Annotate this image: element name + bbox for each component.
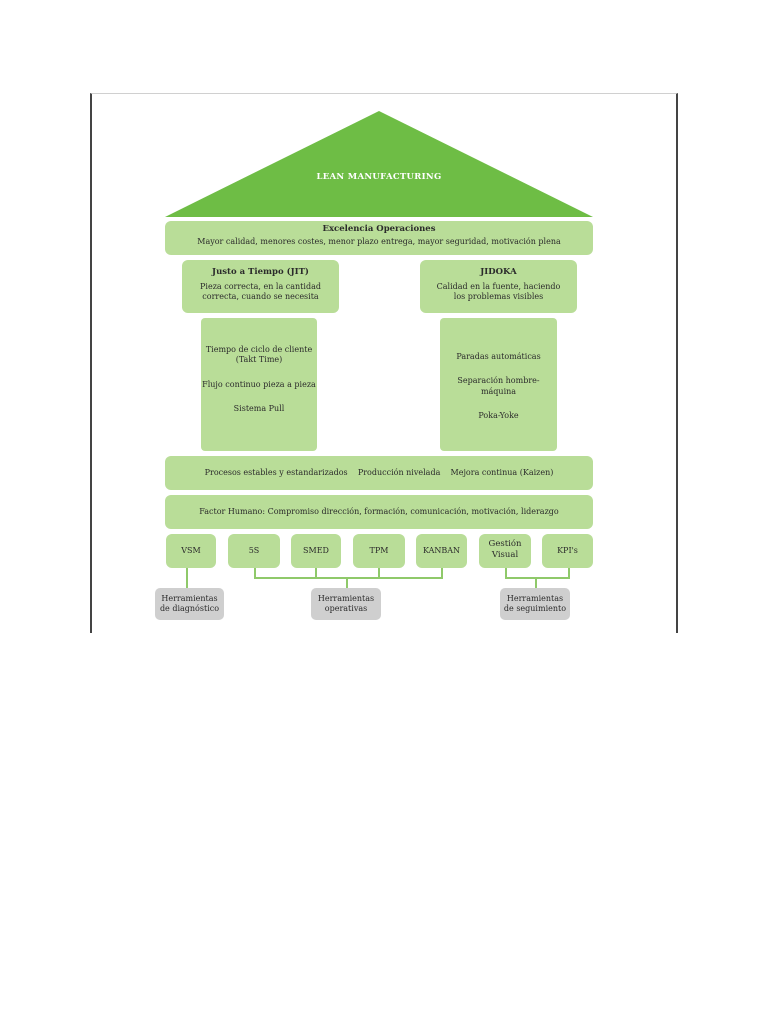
gestion-line1: Gestión: [488, 539, 522, 549]
diag-line2: de diagnóstico: [159, 604, 220, 613]
poka-yoke-item: Poka-Yoke: [478, 411, 519, 421]
connector-operativas-bar: [254, 577, 443, 579]
connector-seguimiento-stem: [535, 577, 537, 589]
oper-line2: operativas: [324, 604, 368, 613]
stable-processes-text: Procesos estables y estandarizados: [204, 468, 348, 477]
jidoka-header: JIDOKA Calidad en la fuente, haciendo lo…: [420, 260, 577, 313]
tool-kpis-label: KPI's: [557, 545, 578, 555]
diag-line1: Herramientas: [161, 594, 218, 603]
leveled-production-text: Producción nivelada: [357, 468, 441, 477]
excellence-subtitle: Mayor calidad, menores costes, menor pla…: [197, 237, 561, 247]
human-factor-band: Factor Humano: Compromiso dirección, for…: [165, 495, 593, 529]
jit-header: Justo a Tiempo (JIT) Pieza correcta, en …: [182, 260, 339, 313]
seg-line2: de seguimiento: [503, 604, 567, 613]
page-frame: [90, 93, 678, 633]
jidoka-title: JIDOKA: [480, 267, 517, 277]
connector-5s: [254, 568, 256, 578]
takt-line2: (Takt Time): [235, 355, 283, 365]
jit-pillar: Tiempo de ciclo de cliente (Takt Time) F…: [201, 318, 317, 451]
tool-5s-label: 5S: [248, 545, 260, 555]
tool-smed: SMED: [291, 534, 341, 568]
connector-smed: [315, 568, 317, 578]
seg-line1: Herramientas: [506, 594, 564, 603]
continuous-flow-item: Flujo continuo pieza a pieza: [202, 379, 316, 389]
roof-title: LEAN MANUFACTURING: [316, 172, 442, 182]
connector-operativas-stem: [346, 577, 348, 589]
connector-kanban: [441, 568, 443, 578]
jidoka-line2: los problemas visibles: [453, 292, 544, 302]
tool-5s: 5S: [228, 534, 280, 568]
kaizen-text: Mejora continua (Kaizen): [450, 468, 554, 477]
human-factor-text: Factor Humano: Compromiso dirección, for…: [199, 507, 559, 516]
jit-title: Justo a Tiempo (JIT): [212, 267, 309, 277]
tool-kanban-label: KANBAN: [422, 545, 461, 555]
category-operativas: Herramientas operativas: [311, 588, 381, 620]
connector-vsm: [186, 568, 188, 590]
tool-vsm: VSM: [166, 534, 216, 568]
category-seguimiento: Herramientas de seguimiento: [500, 588, 570, 620]
jit-line2: correcta, cuando se necesita: [202, 292, 319, 302]
tool-tpm-label: TPM: [369, 545, 389, 555]
connector-tpm: [378, 568, 380, 578]
roof-triangle: [165, 111, 593, 217]
excellence-title: Excelencia Operaciones: [322, 224, 436, 234]
tool-vsm-label: VSM: [181, 545, 201, 555]
tool-gestion-visual: Gestión Visual: [479, 534, 531, 568]
tool-kanban: KANBAN: [416, 534, 467, 568]
tool-tpm: TPM: [353, 534, 405, 568]
tool-smed-label: SMED: [303, 545, 329, 555]
man-machine-item: Separación hombre-máquina: [457, 376, 540, 396]
pull-system-item: Sistema Pull: [233, 404, 285, 414]
excellence-band: Excelencia Operaciones Mayor calidad, me…: [165, 221, 593, 255]
jidoka-pillar: Paradas automáticas Separación hombre-má…: [440, 318, 557, 451]
jidoka-line1: Calidad en la fuente, haciendo: [436, 282, 561, 292]
auto-stop-item: Paradas automáticas: [456, 352, 541, 361]
takt-time-item: Tiempo de ciclo de cliente (Takt Time): [201, 345, 317, 366]
jit-line1: Pieza correcta, en la cantidad: [200, 282, 321, 292]
connector-seguimiento-bar: [505, 577, 570, 579]
category-diagnostico: Herramientas de diagnóstico: [155, 588, 224, 620]
oper-line1: Herramientas: [317, 594, 375, 603]
connector-kpis: [568, 568, 570, 578]
gestion-line2: Visual: [491, 550, 519, 561]
processes-band: Procesos estables y estandarizados Produ…: [165, 456, 593, 490]
connector-gestion: [505, 568, 507, 578]
tool-kpis: KPI's: [542, 534, 593, 568]
takt-line1: Tiempo de ciclo de cliente: [205, 345, 313, 354]
